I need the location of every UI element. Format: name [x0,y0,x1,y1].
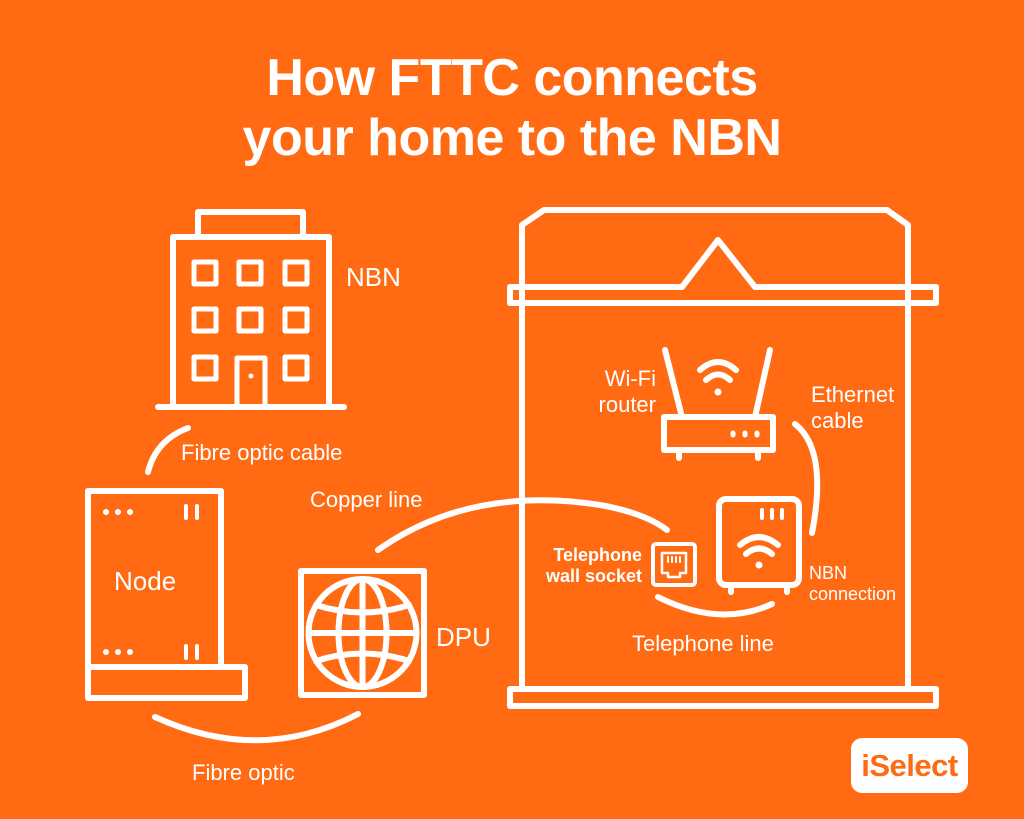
nbn-connection-label-line-1: NBN [809,563,848,583]
dpu-label: DPU [436,622,491,652]
dpu-globe-icon [298,568,427,698]
fibre-optic-label: Fibre optic [192,760,295,785]
telephone-line [655,594,775,618]
wifi-router-label: Wi-Fi router [576,366,656,418]
ethernet-cable-label: Ethernet cable [811,382,894,434]
nbn-connection-box-icon [716,496,802,595]
wifi-router-icon [661,347,776,461]
telephone-line-label: Telephone line [632,631,774,656]
telephone-wall-socket-label-line-1: Telephone [553,545,642,565]
telephone-wall-socket-label: Telephone wall socket [534,545,642,587]
wifi-router-label-line-1: Wi-Fi [604,366,656,391]
building-icon [155,209,347,410]
title-line-2: your home to the NBN [242,109,782,167]
copper-line-label: Copper line [310,487,423,512]
page-title: How FTTC connects your home to the NBN [0,48,1024,168]
node-label: Node [114,566,177,596]
nbn-label: NBN [346,262,401,292]
fibre-optic-cable-label: Fibre optic cable [181,440,343,465]
telephone-wall-socket-icon [651,542,697,587]
wifi-router-label-line-2: router [598,392,656,417]
ethernet-cable-line [792,421,821,536]
nbn-connection-label-line-2: connection [809,584,897,604]
node-cabinet-icon [85,488,248,701]
iselect-logo: iSelect [851,738,968,793]
telephone-wall-socket-label-line-2: wall socket [545,566,642,586]
house-icon [507,207,939,709]
title-line-1: How FTTC connects [266,49,758,107]
fibre-optic-cable-line [145,425,191,475]
fibre-optic-line [152,711,361,744]
ethernet-cable-label-line-1: Ethernet [811,382,895,407]
ethernet-cable-label-line-2: cable [811,408,864,433]
nbn-connection-label: NBN connection [809,563,896,605]
copper-line [375,497,670,553]
